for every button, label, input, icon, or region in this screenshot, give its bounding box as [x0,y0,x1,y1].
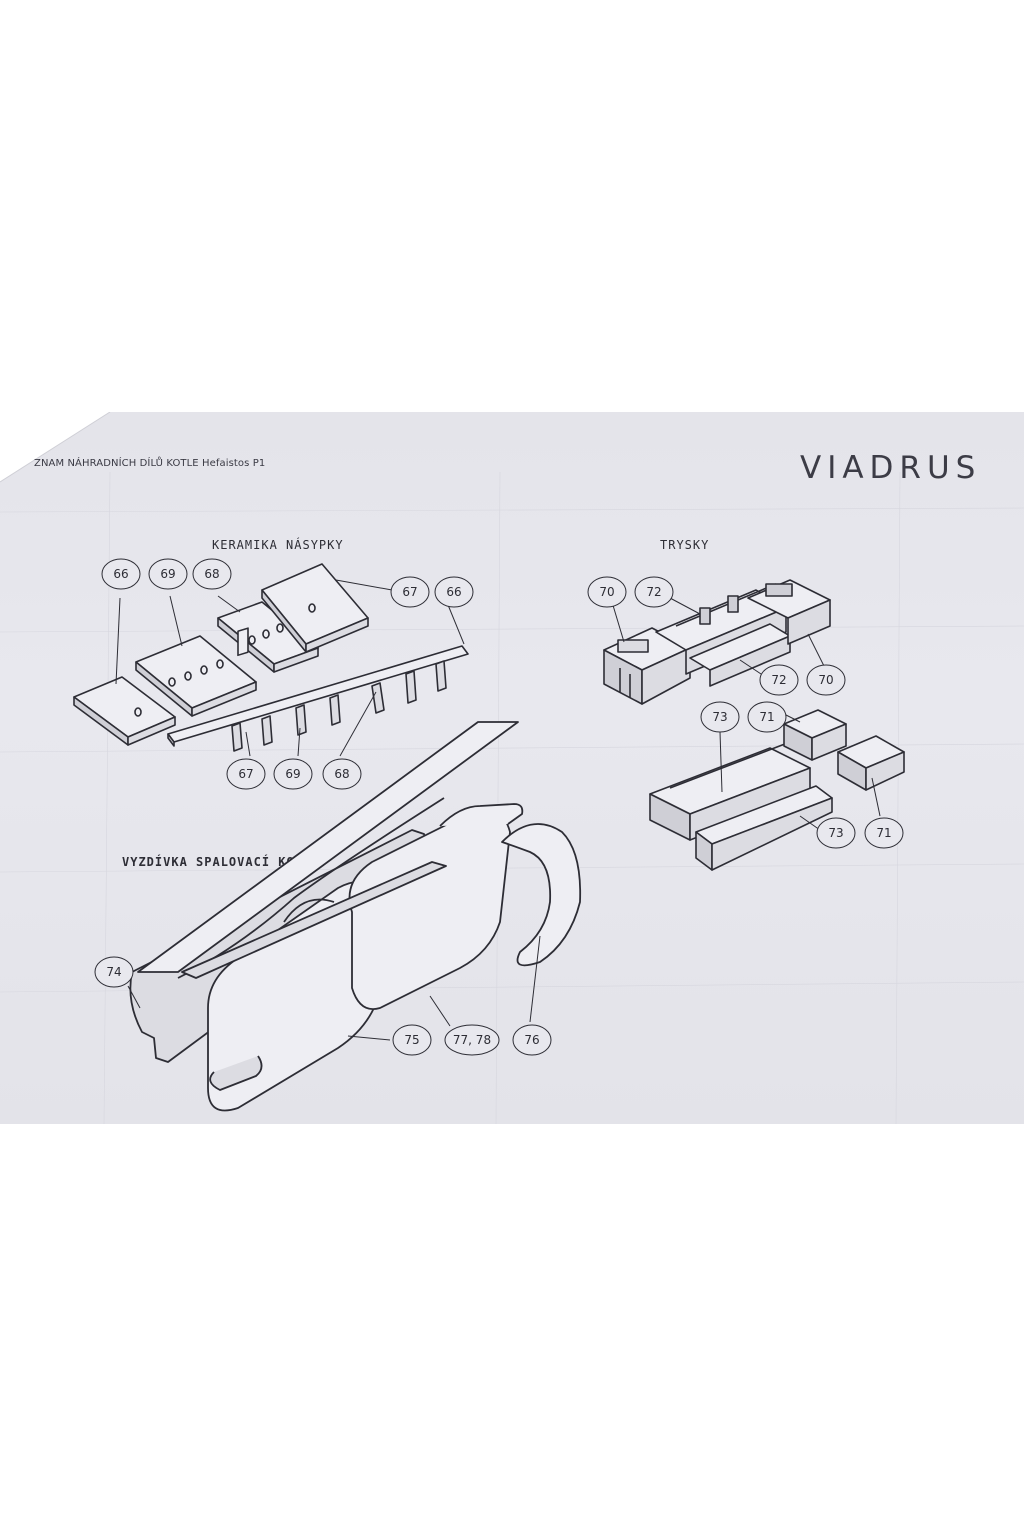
lining-top-rail [181,803,524,979]
keramika-assembly [73,563,469,752]
callout-70-right: 70 [818,673,833,687]
callout-77-78: 77, 78 [453,1033,491,1047]
callout-71-top: 71 [759,710,774,724]
callout-74: 74 [106,965,121,979]
callout-73-top: 73 [712,710,727,724]
support-rail [167,627,469,752]
lining-76 [501,823,582,967]
callout-66-top: 66 [113,567,128,581]
document-header-title: ZNAM NÁHRADNÍCH DÍLŮ KOTLE Hefaistos P1 [34,458,266,469]
callout-76: 76 [524,1033,539,1047]
plate-69 [135,635,257,717]
callout-bubbles [94,558,904,1056]
nozzle-71-a [783,709,847,761]
callout-70-left: 70 [599,585,614,599]
callout-69-top: 69 [160,567,175,581]
nozzle-70-back [747,579,831,645]
document-photo: ZNAM NÁHRADNÍCH DÍLŮ KOTLE Hefaistos P1 … [0,412,1024,1124]
nozzle-73-lower [695,785,833,871]
section-title-trysky: TRYSKY [660,538,710,552]
callout-66-right: 66 [446,585,461,599]
plate-66 [73,676,176,746]
vyzdivka-leaders [127,935,541,1041]
paper-corner-fold [0,412,111,483]
brand-logo: VIADRUS [800,450,982,486]
section-title-keramika: KERAMIKA NÁSYPKY [212,538,344,552]
lining-77-78 [348,808,511,1010]
callout-72-bottom: 72 [771,673,786,687]
section-title-vyzdivka: VYZDÍVKA SPALOVACÍ KOMORY [122,855,328,869]
callout-67-top: 67 [402,585,417,599]
callout-labels: 66 69 68 67 66 67 69 68 70 72 72 70 73 7… [106,567,891,1047]
trysky-assembly [603,579,905,871]
callout-68-top: 68 [204,567,219,581]
vyzdivka-assembly [129,721,582,1112]
parts-drawing: 66 69 68 67 66 67 69 68 70 72 72 70 73 7… [0,471,1024,1124]
callout-68-bottom: 68 [334,767,349,781]
callout-67-bottom: 67 [238,767,253,781]
callout-72-top: 72 [646,585,661,599]
keramika-leaders [115,579,465,757]
nozzle-71-b [837,735,905,791]
callout-73-bottom: 73 [828,826,843,840]
callout-69-bottom: 69 [285,767,300,781]
callout-75: 75 [404,1033,419,1047]
plate-67 [261,563,369,653]
callout-71-bottom: 71 [876,826,891,840]
